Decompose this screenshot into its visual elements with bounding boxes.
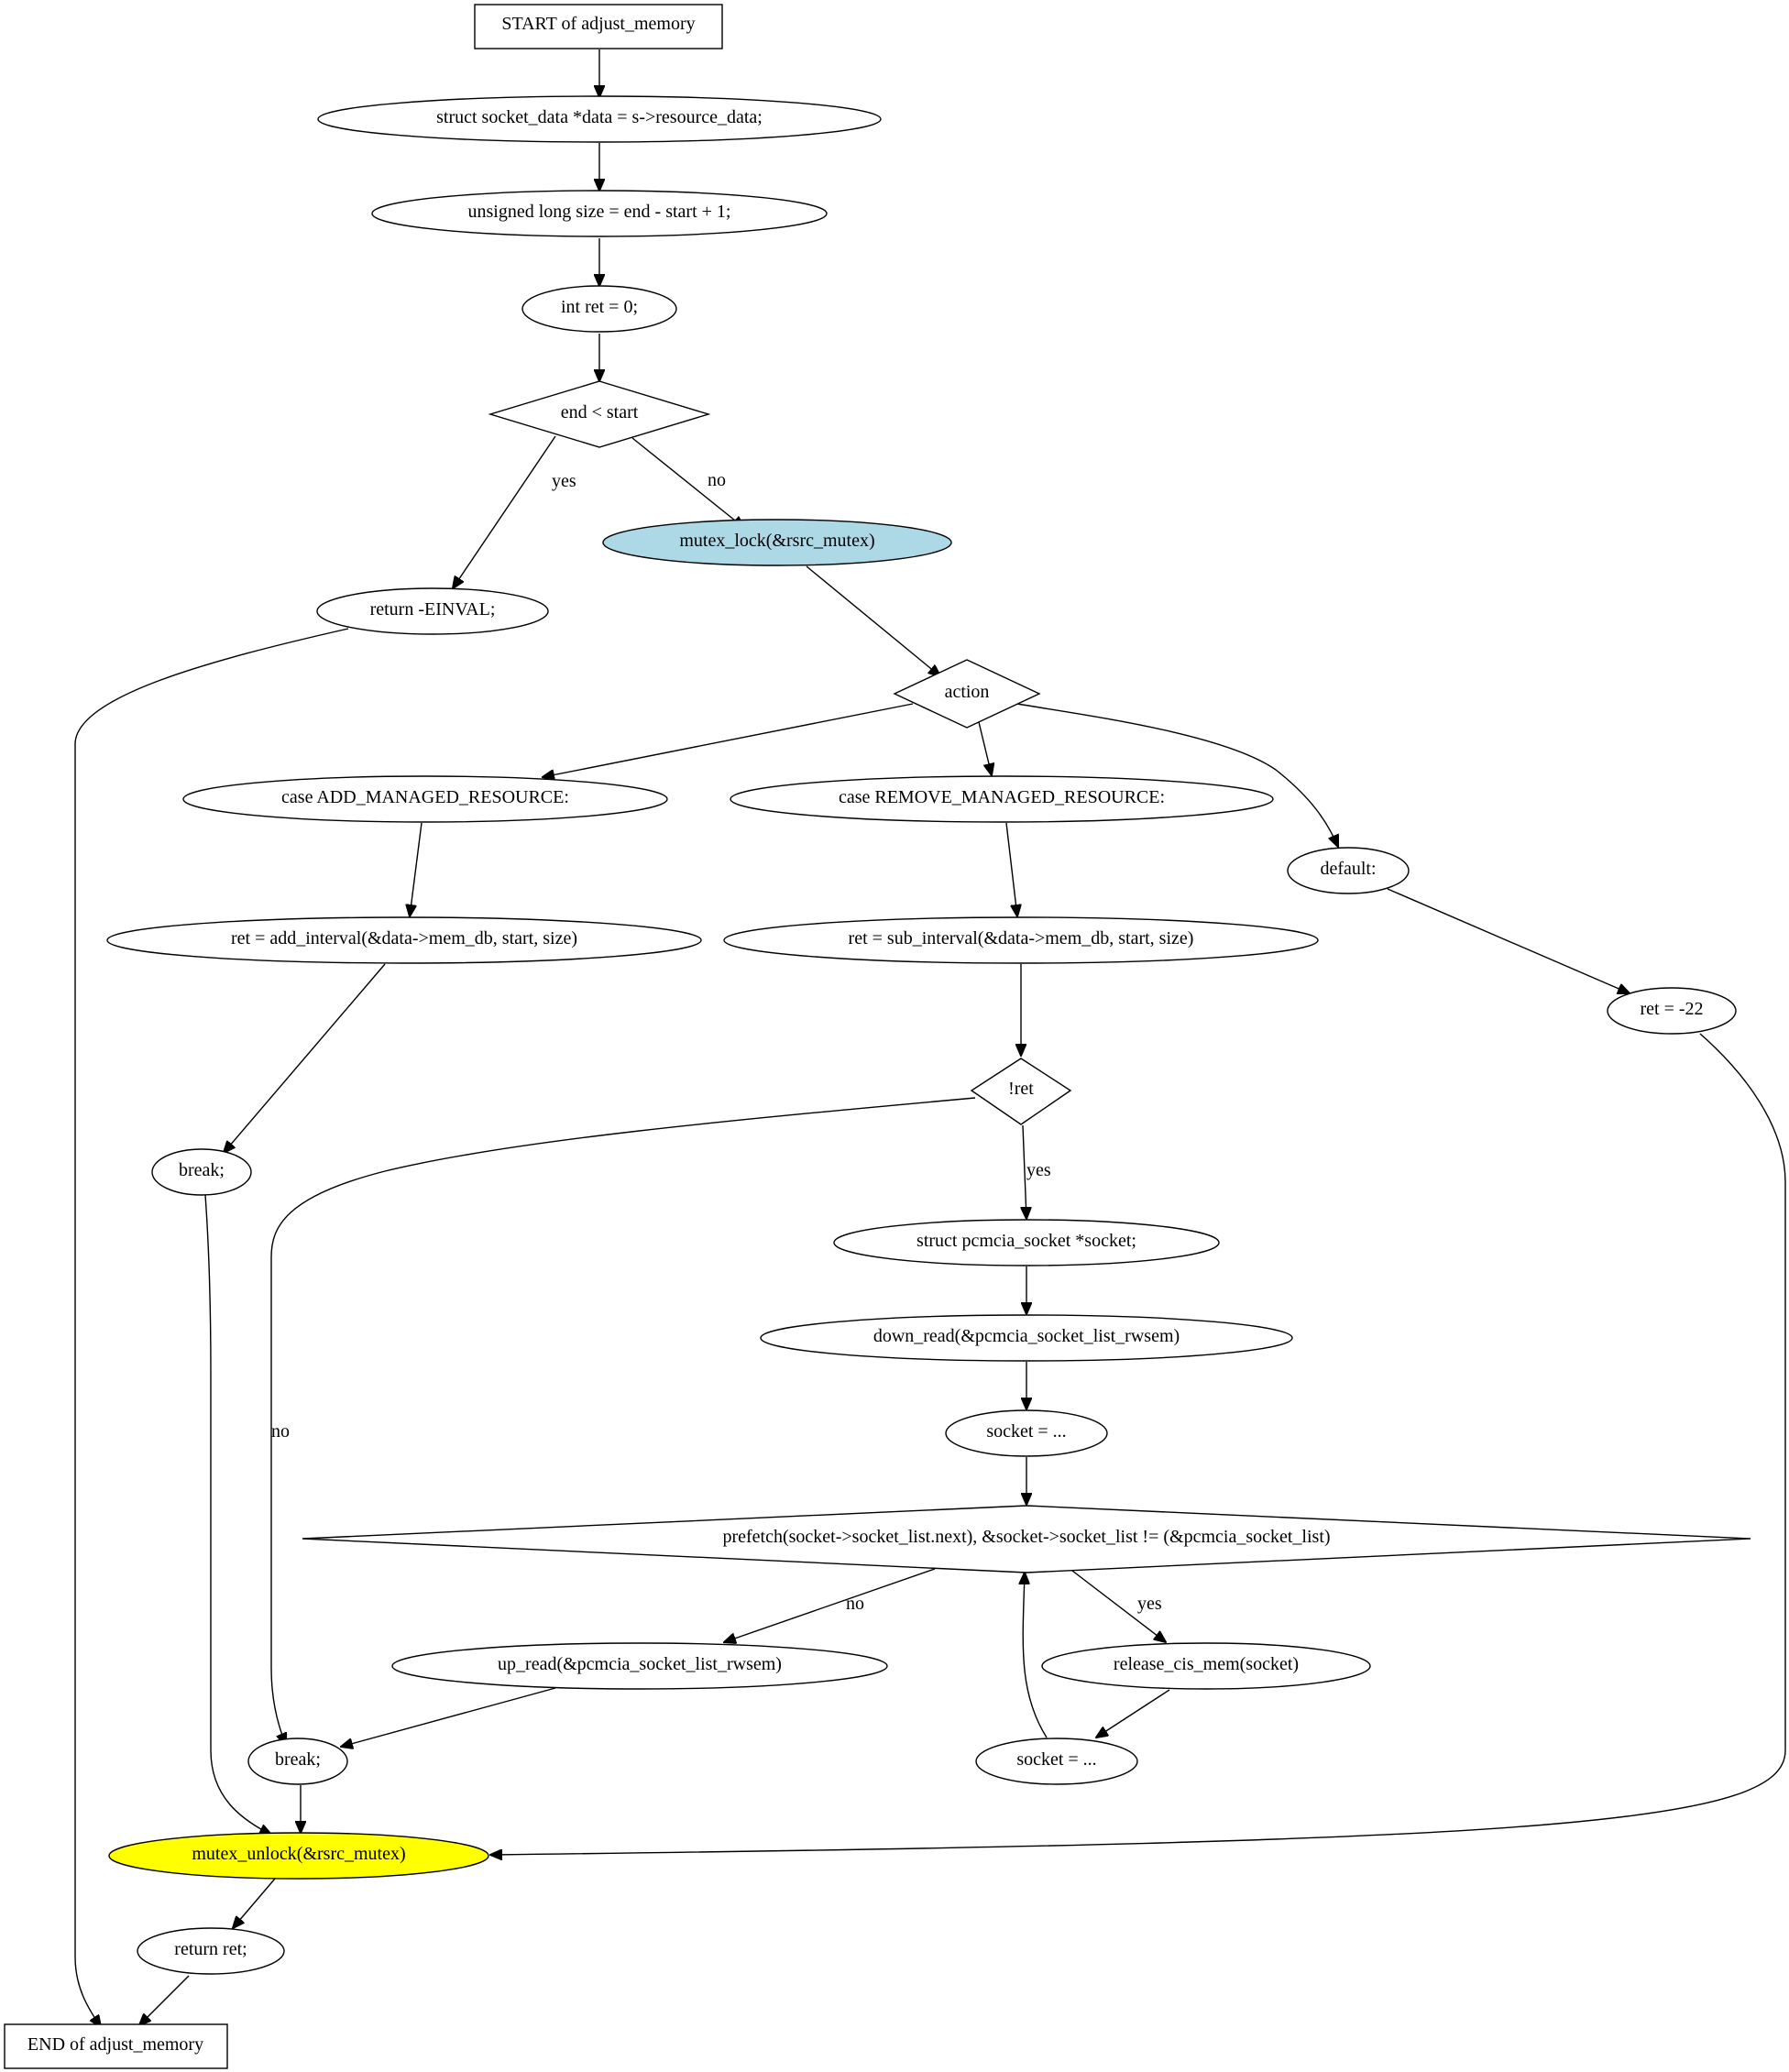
node-release-cis: release_cis_mem(socket) bbox=[1041, 1642, 1371, 1690]
node-loop-cond: prefetch(socket->socket_list.next), &soc… bbox=[302, 1505, 1751, 1573]
node-loop-cond-label: prefetch(socket->socket_list.next), &soc… bbox=[722, 1527, 1330, 1547]
node-return-ret-label: return ret; bbox=[174, 1939, 247, 1959]
node-mutex-lock-label: mutex_lock(&rsrc_mutex) bbox=[679, 531, 874, 551]
edge-label-loop-yes: yes bbox=[1137, 1594, 1162, 1614]
node-case-default: default: bbox=[1287, 847, 1410, 894]
node-start: START of adjust_memory bbox=[474, 4, 723, 49]
node-socket-next: socket = ... bbox=[975, 1738, 1138, 1785]
edge-label-not-ret-yes: yes bbox=[1026, 1160, 1051, 1180]
edges bbox=[74, 49, 1786, 2027]
node-decl-ret-label: int ret = 0; bbox=[561, 297, 638, 317]
node-return-ret: return ret; bbox=[137, 1927, 285, 1975]
node-socket-init: socket = ... bbox=[945, 1409, 1108, 1457]
node-end: END of adjust_memory bbox=[4, 2023, 228, 2069]
node-up-read-label: up_read(&pcmcia_socket_list_rwsem) bbox=[498, 1654, 782, 1674]
node-break-remove: break; bbox=[247, 1738, 348, 1785]
edge-not-ret-yes-to-decl-socket bbox=[1023, 1124, 1026, 1219]
edge-case-remove-to-sub-interval bbox=[1005, 822, 1017, 916]
node-decl-size-label: unsigned long size = end - start + 1; bbox=[468, 202, 731, 222]
edge-action-to-default bbox=[1016, 703, 1338, 847]
edge-label-loop-no: no bbox=[846, 1594, 864, 1614]
edge-case-add-to-add-interval bbox=[410, 822, 423, 916]
node-switch-action-label: action bbox=[945, 682, 990, 702]
node-switch-action: action bbox=[893, 659, 1041, 729]
node-cond-not-ret-label: !ret bbox=[1008, 1079, 1034, 1099]
edge-cond-yes-to-return-einval bbox=[453, 435, 556, 588]
edge-label-not-ret-no: no bbox=[271, 1421, 290, 1442]
node-case-add: case ADD_MANAGED_RESOURCE: bbox=[182, 775, 668, 823]
edge-mutex-lock-to-action bbox=[806, 565, 940, 676]
node-return-einval-label: return -EINVAL; bbox=[370, 599, 496, 619]
node-break-add-label: break; bbox=[179, 1160, 225, 1180]
node-mutex-unlock: mutex_unlock(&rsrc_mutex) bbox=[108, 1832, 489, 1880]
node-cond-not-ret: !ret bbox=[970, 1058, 1072, 1125]
node-cond-end-lt-start-label: end < start bbox=[561, 402, 639, 422]
node-end-label: END of adjust_memory bbox=[27, 2034, 203, 2055]
node-break-remove-label: break; bbox=[275, 1749, 321, 1770]
edge-action-to-case-remove bbox=[978, 721, 992, 775]
edge-action-to-case-add bbox=[543, 703, 914, 777]
edge-label-end-lt-start-yes: yes bbox=[552, 471, 576, 491]
node-ret-neg22: ret = -22 bbox=[1607, 987, 1737, 1035]
edge-cond-no-to-mutex-lock bbox=[631, 437, 744, 528]
edge-return-ret-to-end bbox=[139, 1975, 190, 2025]
node-sub-interval: ret = sub_interval(&data->mem_db, start,… bbox=[723, 916, 1319, 964]
node-decl-socket: struct pcmcia_socket *socket; bbox=[833, 1219, 1220, 1266]
nodes: START of adjust_memory struct socket_dat… bbox=[4, 4, 1751, 2069]
node-decl-data-label: struct socket_data *data = s->resource_d… bbox=[436, 107, 763, 127]
node-ret-neg22-label: ret = -22 bbox=[1640, 999, 1703, 1019]
node-mutex-unlock-label: mutex_unlock(&rsrc_mutex) bbox=[192, 1844, 405, 1864]
node-socket-next-label: socket = ... bbox=[1016, 1749, 1096, 1770]
node-release-cis-label: release_cis_mem(socket) bbox=[1114, 1654, 1299, 1674]
edge-loop-yes-to-release-cis bbox=[1071, 1570, 1166, 1642]
node-decl-data: struct socket_data *data = s->resource_d… bbox=[317, 95, 882, 143]
node-case-default-label: default: bbox=[1320, 859, 1376, 879]
edge-return-einval-to-end bbox=[74, 628, 349, 2027]
node-decl-ret: int ret = 0; bbox=[521, 285, 677, 333]
node-socket-init-label: socket = ... bbox=[986, 1421, 1066, 1442]
node-case-add-label: case ADD_MANAGED_RESOURCE: bbox=[281, 787, 569, 807]
node-down-read-label: down_read(&pcmcia_socket_list_rwsem) bbox=[873, 1326, 1180, 1346]
node-sub-interval-label: ret = sub_interval(&data->mem_db, start,… bbox=[849, 928, 1194, 948]
node-start-label: START of adjust_memory bbox=[501, 14, 695, 34]
node-add-interval: ret = add_interval(&data->mem_db, start,… bbox=[106, 916, 702, 964]
node-decl-size: unsigned long size = end - start + 1; bbox=[371, 190, 828, 237]
edge-label-end-lt-start-no: no bbox=[708, 470, 726, 490]
edge-add-interval-to-break bbox=[224, 963, 386, 1153]
edge-release-cis-to-socket-next bbox=[1096, 1689, 1170, 1738]
edge-ret-neg22-to-mutex-unlock bbox=[490, 1033, 1786, 1855]
node-break-add: break; bbox=[151, 1148, 252, 1196]
edge-not-ret-no-to-break-remove bbox=[270, 1097, 976, 1745]
edge-default-to-ret-neg22 bbox=[1387, 888, 1630, 993]
edge-up-read-to-break-remove bbox=[341, 1687, 556, 1747]
node-case-remove: case REMOVE_MANAGED_RESOURCE: bbox=[730, 775, 1274, 823]
node-decl-socket-label: struct pcmcia_socket *socket; bbox=[916, 1231, 1136, 1251]
node-case-remove-label: case REMOVE_MANAGED_RESOURCE: bbox=[839, 787, 1165, 807]
node-down-read: down_read(&pcmcia_socket_list_rwsem) bbox=[760, 1314, 1293, 1362]
edge-loop-no-to-up-read bbox=[724, 1568, 936, 1642]
node-cond-end-lt-start: end < start bbox=[488, 380, 711, 448]
edge-break-add-to-mutex-unlock bbox=[204, 1194, 271, 1835]
node-return-einval: return -EINVAL; bbox=[316, 587, 549, 635]
node-mutex-lock: mutex_lock(&rsrc_mutex) bbox=[602, 519, 952, 566]
edge-mutex-unlock-to-return-ret bbox=[233, 1878, 276, 1928]
node-add-interval-label: ret = add_interval(&data->mem_db, start,… bbox=[231, 928, 577, 948]
edge-labels: yes no yes no no yes bbox=[271, 470, 1162, 1614]
node-up-read: up_read(&pcmcia_socket_list_rwsem) bbox=[391, 1642, 888, 1690]
edge-socket-next-back-to-loop-cond bbox=[1023, 1573, 1048, 1738]
